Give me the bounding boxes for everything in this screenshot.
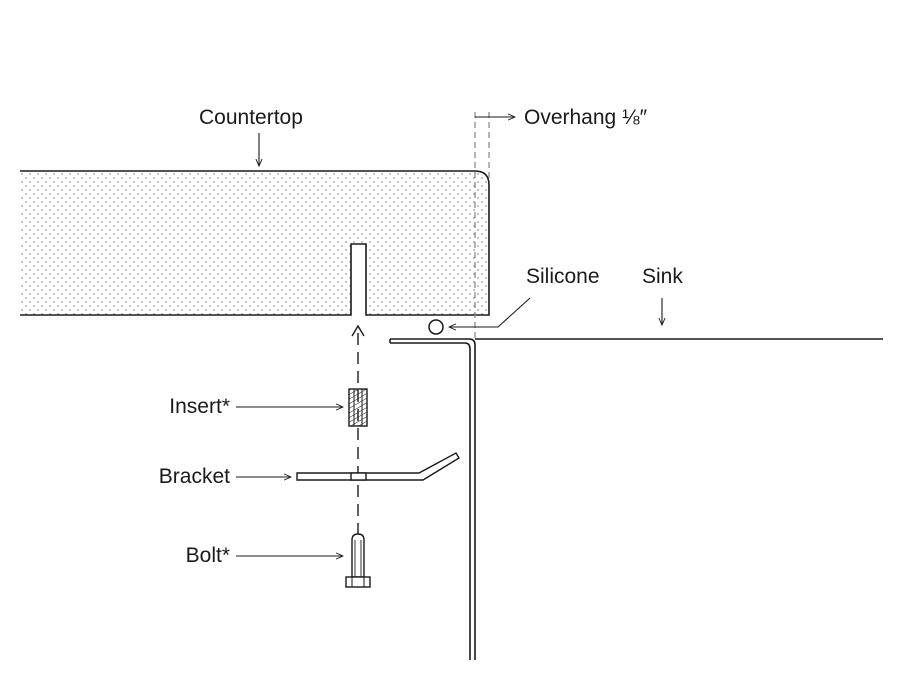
countertop-label: Countertop bbox=[199, 106, 303, 129]
bolt-label: Bolt* bbox=[186, 544, 230, 567]
bracket bbox=[296, 452, 460, 481]
overhang-guides bbox=[474, 112, 490, 342]
sink bbox=[389, 338, 883, 660]
insert bbox=[348, 388, 368, 427]
silicone-bead bbox=[428, 319, 444, 335]
bolt bbox=[345, 533, 371, 588]
overhang-label: Overhang ⅛″ bbox=[524, 106, 648, 129]
countertop bbox=[20, 170, 490, 316]
silicone-label: Silicone bbox=[526, 265, 600, 288]
silicone-leader bbox=[449, 297, 531, 327]
fastener-centerline bbox=[351, 324, 365, 535]
bracket-label: Bracket bbox=[159, 465, 230, 488]
leaders bbox=[236, 133, 662, 556]
insert-label: Insert* bbox=[169, 395, 230, 418]
sink-label: Sink bbox=[642, 265, 683, 288]
